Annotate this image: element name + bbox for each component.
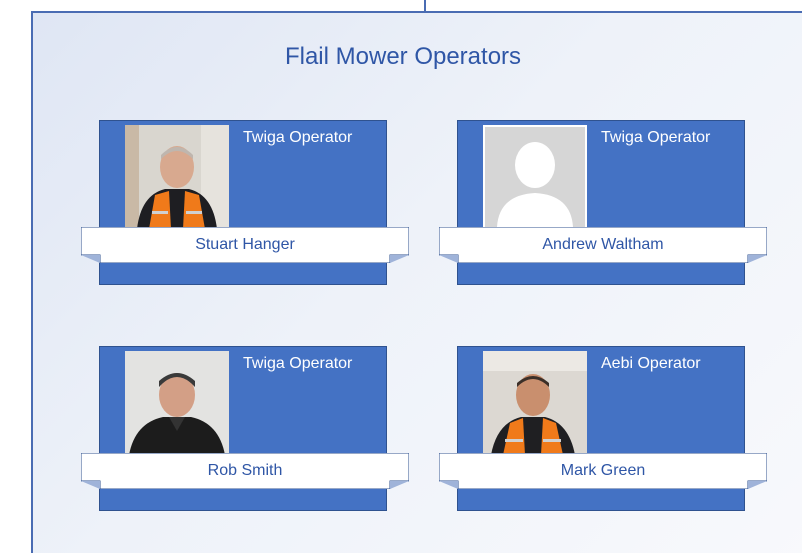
person-name: Andrew Waltham (542, 236, 664, 253)
name-banner: Rob Smith (81, 453, 409, 489)
operator-card[interactable]: Twiga Operator Rob Smith (81, 346, 409, 511)
person-photo (125, 351, 229, 455)
name-banner: Mark Green (439, 453, 767, 489)
person-photo (125, 125, 229, 229)
operator-card[interactable]: Twiga Operator Andrew Waltham (439, 120, 767, 285)
person-name: Mark Green (560, 462, 646, 479)
name-banner: Stuart Hanger (81, 227, 409, 263)
parent-connector-line (424, 0, 426, 12)
person-name: Stuart Hanger (195, 236, 295, 253)
role-label: Twiga Operator (601, 129, 711, 146)
person-name: Rob Smith (207, 462, 283, 479)
group-title: Flail Mower Operators (284, 43, 522, 70)
placeholder-avatar-icon (483, 125, 587, 229)
person-photo (483, 351, 587, 455)
group-panel: Flail Mower Operators Twiga Operator (31, 11, 802, 553)
operator-card[interactable]: Aebi Operator Mark Green (439, 346, 767, 511)
role-label: Aebi Operator (601, 355, 701, 372)
operator-card[interactable]: Twiga Operator Stuart Hanger (81, 120, 409, 285)
role-label: Twiga Operator (243, 355, 353, 372)
name-banner: Andrew Waltham (439, 227, 767, 263)
role-label: Twiga Operator (243, 129, 353, 146)
